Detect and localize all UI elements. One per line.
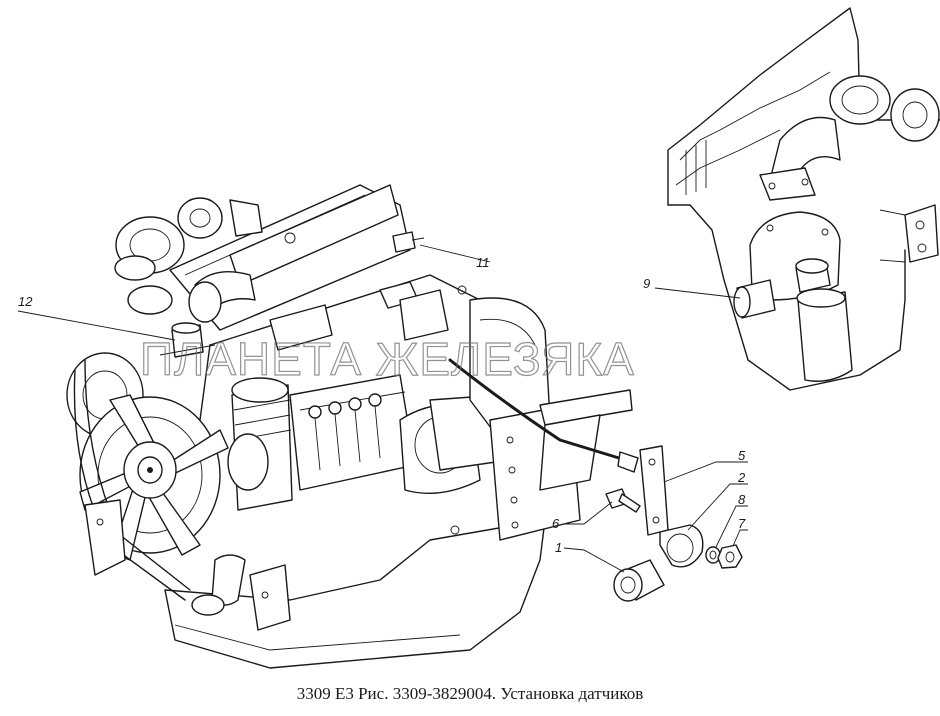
leader-12 bbox=[17, 310, 176, 341]
leader-11 bbox=[419, 244, 491, 263]
engine-assembly bbox=[66, 184, 639, 669]
callout-5: 5 bbox=[738, 448, 746, 463]
watermark: ПЛАНЕТА ЖЕЛЕЗЯКА bbox=[140, 333, 635, 385]
leader-8 bbox=[715, 505, 748, 548]
callout-11: 11 bbox=[476, 255, 490, 270]
callout-9: 9 bbox=[643, 276, 650, 291]
leader-9 bbox=[654, 287, 741, 299]
callout-6: 6 bbox=[552, 516, 560, 531]
leader-6 bbox=[565, 501, 613, 525]
leader-7 bbox=[732, 529, 748, 547]
detail-view-oil-sensor bbox=[667, 7, 940, 391]
callout-8: 8 bbox=[738, 492, 746, 507]
leader-2 bbox=[687, 483, 748, 531]
figure-caption: 3309 Е3 Рис. 3309-3829004. Установка дат… bbox=[296, 684, 644, 703]
leader-5 bbox=[663, 461, 748, 483]
callout-12: 12 bbox=[18, 294, 33, 309]
leader-1 bbox=[563, 547, 625, 573]
callout-7: 7 bbox=[738, 516, 746, 531]
callout-1: 1 bbox=[555, 540, 562, 555]
callouts: 12 11 9 5 2 8 7 6 1 bbox=[17, 244, 748, 573]
callout-2: 2 bbox=[737, 470, 746, 485]
exploded-parts bbox=[605, 445, 743, 602]
